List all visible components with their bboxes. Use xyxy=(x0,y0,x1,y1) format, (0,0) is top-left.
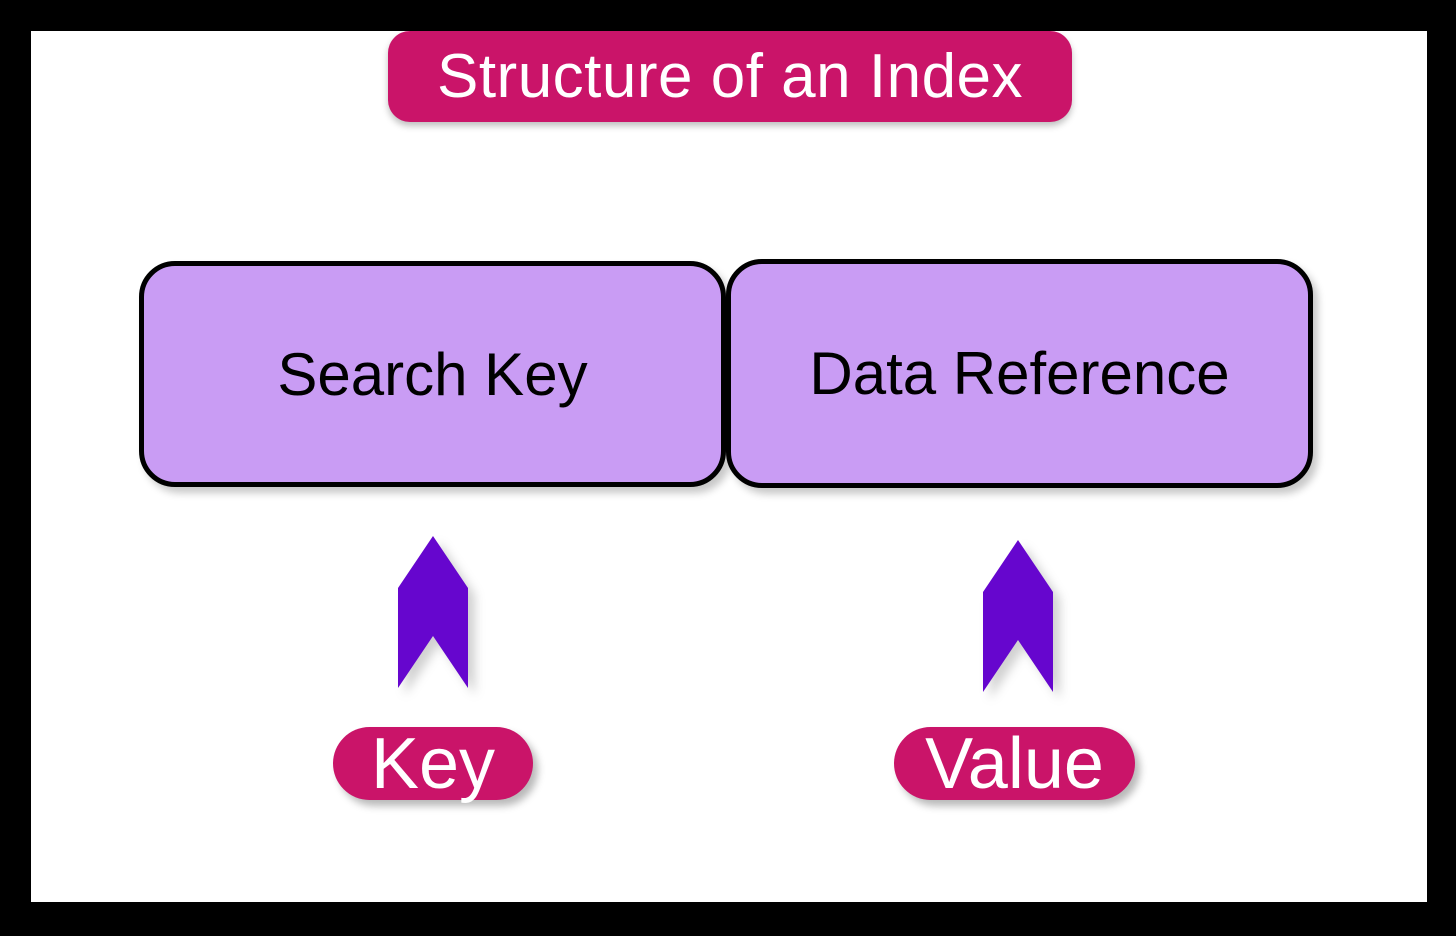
value-pill-label: Value xyxy=(925,723,1104,804)
key-up-bookmark-arrow-icon xyxy=(398,536,468,688)
title-banner: Structure of an Index xyxy=(388,31,1072,122)
value-up-bookmark-arrow-icon xyxy=(983,540,1053,692)
diagram-canvas: Structure of an Index Search Key Data Re… xyxy=(31,31,1427,902)
search-key-label: Search Key xyxy=(277,340,588,408)
data-reference-box: Data Reference xyxy=(726,259,1313,488)
key-pill-label: Key xyxy=(370,723,496,804)
key-pill: Key xyxy=(333,727,533,800)
value-pill: Value xyxy=(894,727,1135,800)
search-key-box: Search Key xyxy=(139,261,726,487)
data-reference-label: Data Reference xyxy=(809,340,1230,407)
title-text: Structure of an Index xyxy=(436,42,1024,111)
